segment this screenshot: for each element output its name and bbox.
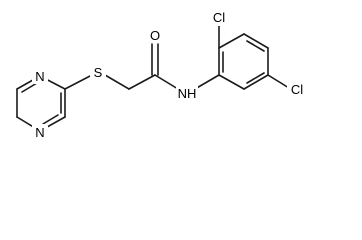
double-bond	[42, 114, 59, 125]
chlorine-label: Cl	[213, 10, 225, 25]
bond	[64, 74, 93, 90]
dichlorophenyl-ring	[218, 25, 290, 90]
sulfur-label: S	[94, 65, 103, 80]
atom-labels: N N S O NH Cl Cl	[32, 10, 307, 140]
acetamide-linker	[64, 43, 220, 90]
bond	[154, 74, 179, 90]
double-bond	[246, 40, 265, 52]
bond	[267, 74, 290, 89]
double-bond	[21, 82, 38, 93]
double-bond	[246, 72, 265, 84]
chemical-structure-diagram: N N S O NH Cl Cl	[16, 10, 307, 140]
amide-nh-label: NH	[178, 86, 197, 101]
bond	[128, 74, 156, 90]
bond	[243, 33, 269, 49]
bond	[104, 74, 130, 90]
pyrimidine-ring	[16, 75, 66, 132]
chlorine-label: Cl	[291, 82, 303, 97]
bond	[218, 33, 245, 49]
bond	[218, 74, 245, 90]
bond	[194, 74, 220, 90]
oxygen-label: O	[150, 28, 160, 43]
bond	[243, 74, 269, 90]
ring-nitrogen-label: N	[35, 69, 44, 84]
ring-nitrogen-label: N	[35, 125, 44, 140]
